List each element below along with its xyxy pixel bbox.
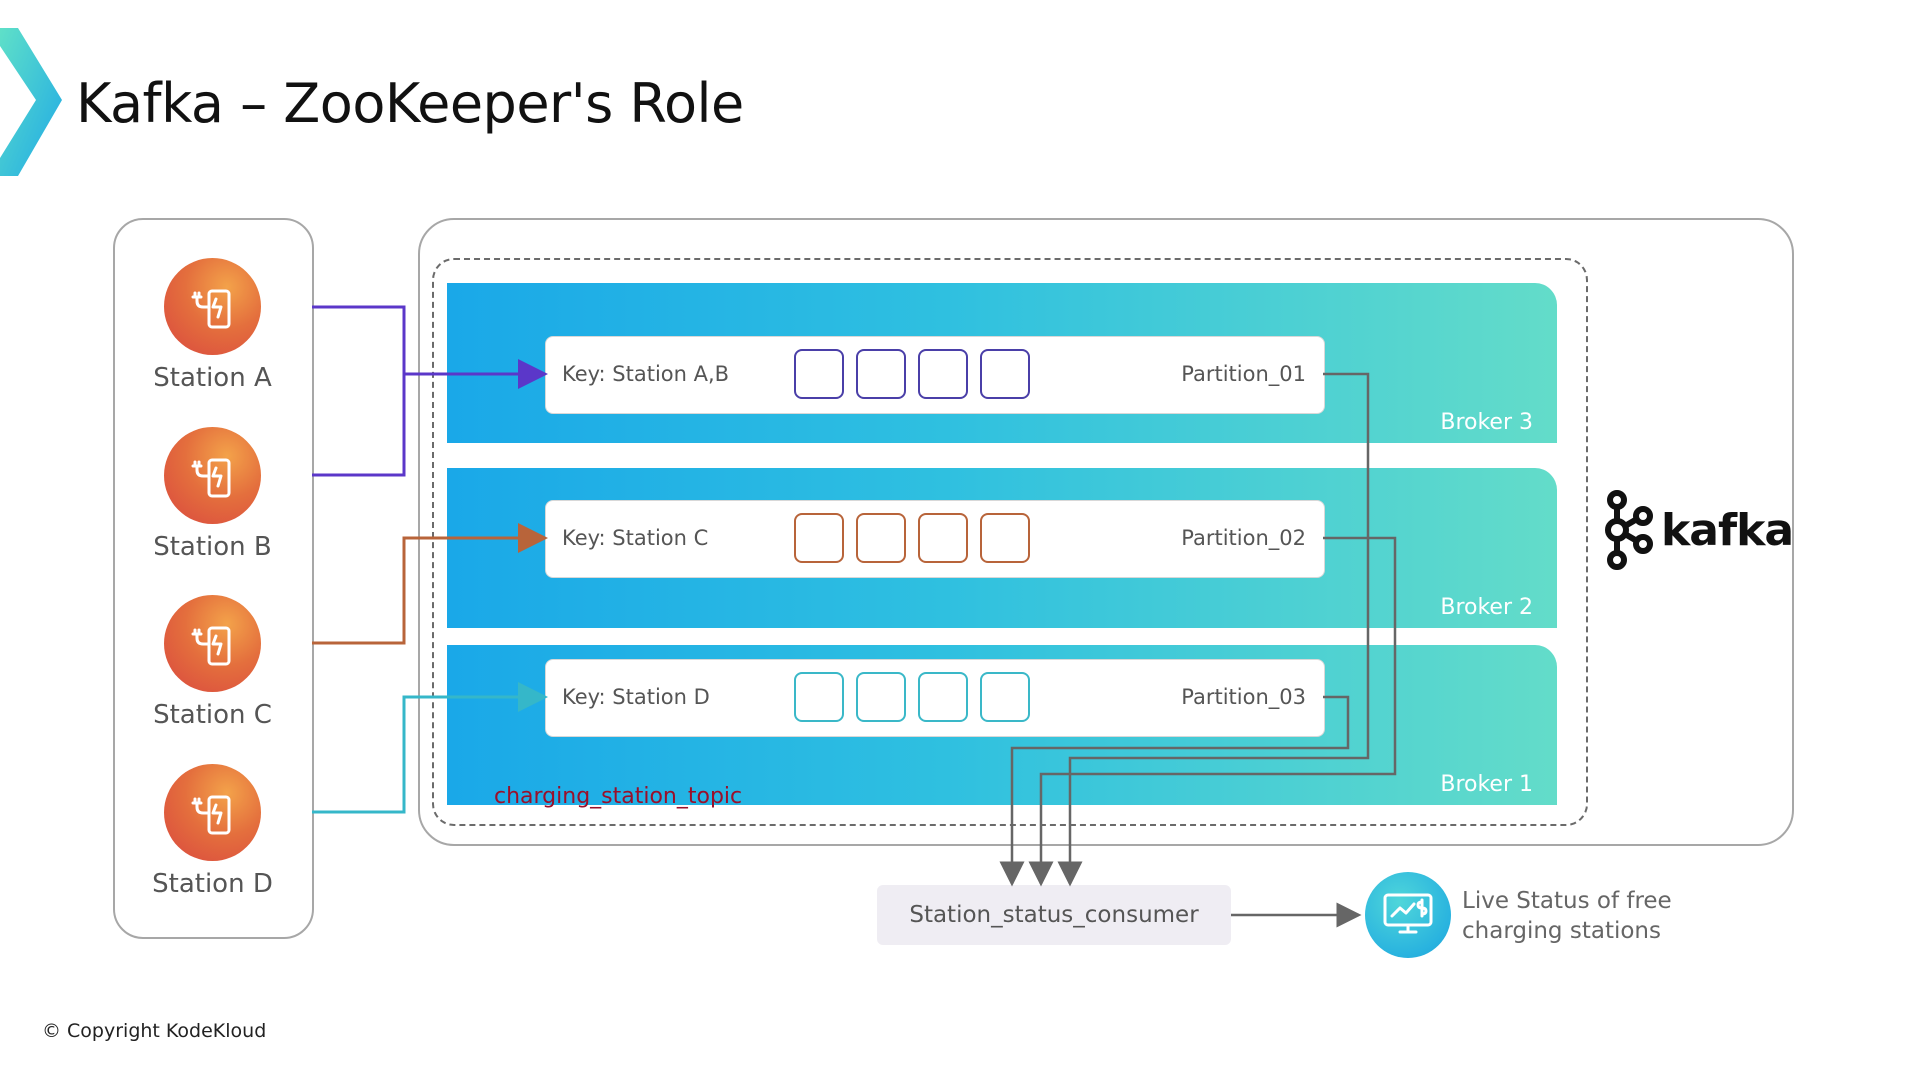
broker-label: Broker 1 — [1440, 772, 1533, 797]
ev-charger-icon — [164, 764, 261, 861]
station-c: Station C — [113, 595, 312, 730]
partition-cells — [794, 349, 1030, 399]
station-status-consumer: Station_status_consumer — [877, 885, 1231, 945]
wire-station-b — [312, 374, 406, 477]
broker-label: Broker 3 — [1440, 410, 1533, 435]
wire-partition-01-consumer — [1057, 372, 1370, 887]
kafka-wordmark: kafka — [1661, 504, 1794, 556]
message-cell — [980, 672, 1030, 722]
topic-boundary — [432, 258, 1588, 826]
ev-charger-icon — [164, 258, 261, 355]
station-b: Station B — [113, 427, 312, 562]
message-cell — [794, 513, 844, 563]
ev-charger-icon — [164, 595, 261, 692]
station-label: Station D — [152, 869, 273, 899]
partition-name: Partition_03 — [1181, 685, 1306, 709]
partition-key: Key: Station A,B — [562, 362, 730, 386]
partition-key: Key: Station C — [562, 526, 709, 550]
kafka-mark-icon — [1605, 490, 1653, 570]
station-label: Station C — [153, 700, 272, 730]
kafka-cluster-panel — [418, 218, 1794, 846]
broker-label: Broker 2 — [1440, 595, 1533, 620]
message-cell — [980, 349, 1030, 399]
partition-name: Partition_02 — [1181, 526, 1306, 550]
ev-charger-icon — [164, 427, 261, 524]
live-status-text: Live Status of free charging stations — [1462, 886, 1722, 946]
wire-partition-03-consumer — [999, 695, 1350, 887]
topic-label: charging_station_topic — [494, 784, 743, 809]
message-cell — [918, 672, 968, 722]
partition-cells — [794, 672, 1030, 722]
message-cell — [918, 349, 968, 399]
partition-name: Partition_01 — [1181, 362, 1306, 386]
corner-chevron-icon — [0, 28, 62, 176]
kafka-logo: kafka — [1597, 490, 1794, 570]
message-cell — [856, 349, 906, 399]
station-label: Station A — [153, 363, 272, 393]
message-cell — [856, 513, 906, 563]
partition-cells — [794, 513, 1030, 563]
partition-02: Key: Station C Partition_02 — [545, 500, 1325, 578]
page-title: Kafka – ZooKeeper's Role — [76, 72, 744, 135]
partition-03: Key: Station D Partition_03 — [545, 659, 1325, 737]
message-cell — [794, 672, 844, 722]
station-label: Station B — [153, 532, 272, 562]
copyright-text: © Copyright KodeKloud — [42, 1020, 267, 1042]
message-cell — [918, 513, 968, 563]
message-cell — [856, 672, 906, 722]
wire-station-d — [312, 682, 548, 814]
message-cell — [980, 513, 1030, 563]
wire-partition-02-consumer — [1028, 536, 1397, 887]
partition-key: Key: Station D — [562, 685, 710, 709]
live-status-line-2: charging stations — [1462, 918, 1661, 944]
wire-station-c — [312, 523, 548, 645]
partition-01: Key: Station A,B Partition_01 — [545, 336, 1325, 414]
station-d: Station D — [113, 764, 312, 899]
live-status-line-1: Live Status of free — [1462, 888, 1672, 914]
station-a: Station A — [113, 258, 312, 393]
wire-station-a — [312, 305, 548, 389]
monitor-dollar-icon — [1365, 872, 1451, 958]
message-cell — [794, 349, 844, 399]
